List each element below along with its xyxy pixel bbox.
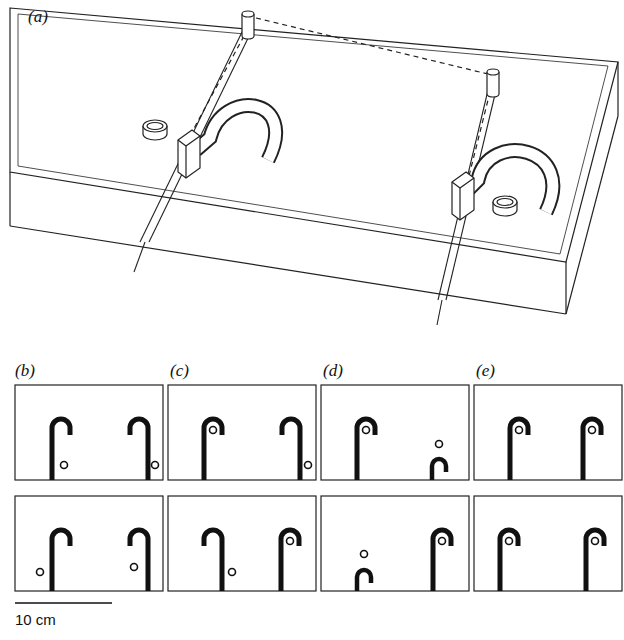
cords bbox=[192, 18, 490, 180]
panel-hooks bbox=[52, 419, 604, 591]
rails bbox=[134, 30, 497, 325]
panel-label: (a) bbox=[28, 8, 48, 25]
carriages bbox=[178, 130, 474, 220]
panel-label: (b) bbox=[15, 362, 35, 379]
scale-label: 10 cm bbox=[15, 612, 56, 627]
cylinders bbox=[143, 120, 517, 216]
panel-label: (c) bbox=[170, 362, 189, 379]
panel-cylinders bbox=[37, 427, 599, 576]
scale-bar bbox=[15, 602, 112, 603]
panel-label: (d) bbox=[323, 362, 343, 379]
panel-label: (e) bbox=[476, 362, 495, 379]
hooks bbox=[196, 106, 553, 212]
posts bbox=[242, 11, 499, 97]
panel-frames bbox=[15, 385, 622, 591]
tank bbox=[10, 8, 618, 314]
